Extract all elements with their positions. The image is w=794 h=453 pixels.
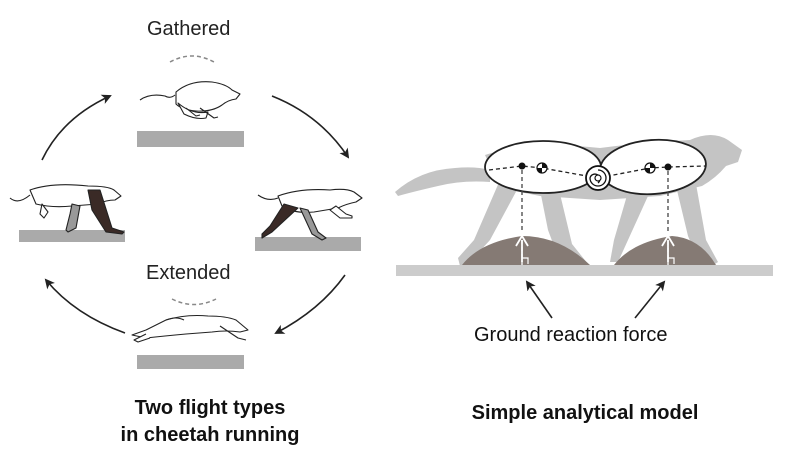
cheetah-right-icon bbox=[257, 188, 363, 241]
extended-dashed-arc bbox=[171, 298, 217, 306]
ground-reaction-force-label: Ground reaction force bbox=[474, 324, 668, 346]
front-shoulder-joint bbox=[664, 163, 672, 171]
left-caption: Two flight types in cheetah running bbox=[70, 395, 350, 449]
gathered-pose bbox=[137, 55, 244, 147]
left-pose bbox=[9, 184, 125, 242]
rear-com-icon bbox=[536, 162, 548, 174]
silhouette-tail bbox=[395, 167, 490, 196]
hill-left bbox=[462, 236, 590, 265]
gathered-ground bbox=[137, 131, 244, 147]
extended-pose bbox=[131, 298, 249, 369]
silhouette-hind-leg-b bbox=[540, 190, 588, 268]
cheetah-gathered-icon bbox=[139, 81, 241, 120]
silhouette-fore-leg-a bbox=[610, 192, 648, 262]
cycle-arrow-top-right bbox=[271, 95, 350, 159]
right-angle-mark-rear bbox=[522, 257, 529, 264]
model-ground bbox=[396, 265, 773, 276]
gathered-dashed-arc bbox=[169, 55, 215, 63]
left-ground bbox=[19, 230, 125, 242]
cycle-arrow-bottom-right bbox=[274, 274, 346, 334]
cycle-arrow-top-left bbox=[41, 94, 112, 161]
cycle-arrow-bottom-left bbox=[44, 278, 126, 334]
right-angle-mark-front bbox=[668, 257, 675, 264]
cycle-arrows bbox=[41, 94, 350, 334]
silhouette-hind-leg-a bbox=[458, 180, 518, 266]
left-caption-line-2: in cheetah running bbox=[120, 424, 300, 446]
extended-ground bbox=[137, 355, 244, 369]
hill-right bbox=[614, 236, 716, 265]
spine-spring-icon bbox=[585, 165, 611, 191]
extended-label: Extended bbox=[146, 262, 231, 284]
silhouette-fore-leg-b bbox=[676, 184, 718, 266]
model-panel bbox=[395, 135, 773, 319]
grf-pointer-left bbox=[525, 280, 553, 319]
rear-hip-joint bbox=[518, 162, 526, 170]
grf-pointer-right bbox=[634, 280, 666, 319]
left-caption-line-1: Two flight types bbox=[134, 397, 286, 419]
right-ground bbox=[255, 237, 361, 251]
gathered-label: Gathered bbox=[147, 18, 231, 40]
right-caption: Simple analytical model bbox=[471, 402, 699, 424]
right-pose bbox=[255, 188, 363, 251]
cheetah-extended-icon bbox=[131, 314, 249, 343]
front-com-icon bbox=[644, 162, 656, 174]
cheetah-left-icon bbox=[9, 184, 125, 235]
